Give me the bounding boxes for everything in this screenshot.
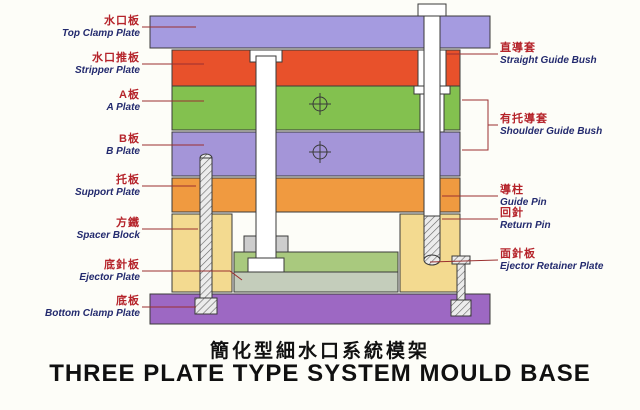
label-support-plate-zh: 托板 xyxy=(116,174,140,186)
label-ejector-plate-en: Ejector Plate xyxy=(79,272,140,283)
label-return-pin-zh: 回針 xyxy=(500,207,524,219)
label-straight-guide-bush-zh: 直導套 xyxy=(500,42,536,54)
leader-ejector-plate xyxy=(142,270,243,281)
label-return-pin: 回針 Return Pin xyxy=(500,207,636,232)
label-bottom-clamp-plate: 底板 Bottom Clamp Plate xyxy=(5,295,140,320)
leader-lines xyxy=(142,26,499,308)
label-ejector-plate: 底針板 Ejector Plate xyxy=(5,259,140,284)
label-shoulder-guide-bush-zh: 有托導套 xyxy=(500,113,548,125)
label-stripper-plate-en: Stripper Plate xyxy=(74,65,140,76)
label-straight-guide-bush-en: Straight Guide Bush xyxy=(500,55,597,66)
label-b-plate-en: B Plate xyxy=(106,146,140,157)
label-bottom-clamp-plate-en: Bottom Clamp Plate xyxy=(44,308,140,319)
label-top-clamp-plate-zh: 水口板 xyxy=(104,15,140,27)
right-screw-shaft xyxy=(456,263,466,301)
label-shoulder-guide-bush: 有托導套 Shoulder Guide Bush xyxy=(500,113,636,138)
label-support-plate: 托板 Support Plate xyxy=(5,174,140,199)
left-screw-head xyxy=(194,297,218,315)
label-a-plate-zh: A板 xyxy=(119,89,140,101)
label-stripper-plate: 水口推板 Stripper Plate xyxy=(5,52,140,77)
label-straight-guide-bush: 直導套 Straight Guide Bush xyxy=(500,42,636,67)
right-screw-top xyxy=(451,255,471,265)
label-return-pin-en: Return Pin xyxy=(500,220,551,231)
label-spacer-block-en: Spacer Block xyxy=(76,230,140,241)
plate-stripper xyxy=(171,49,461,87)
label-ejector-plate-zh: 底針板 xyxy=(104,259,140,271)
label-ejector-retainer-plate-en: Ejector Retainer Plate xyxy=(500,261,604,272)
label-top-clamp-plate-en: Top Clamp Plate xyxy=(62,28,140,39)
bracket-shoulder-guide-bush xyxy=(462,99,498,151)
plate-a xyxy=(171,85,461,131)
label-a-plate-en: A Plate xyxy=(106,102,140,113)
label-ejector-retainer-plate: 面針板 Ejector Retainer Plate xyxy=(500,248,636,273)
label-support-plate-en: Support Plate xyxy=(74,187,140,198)
diagram-title-english: THREE PLATE TYPE SYSTEM MOULD BASE xyxy=(49,360,591,387)
return-pin-tip xyxy=(423,254,441,266)
label-guide-pin-zh: 導柱 xyxy=(500,184,524,196)
label-spacer-block-zh: 方鐵 xyxy=(116,217,140,229)
plate-b xyxy=(171,131,461,177)
return-pin-shaft xyxy=(423,215,441,261)
crosshair-mark-b xyxy=(309,141,331,163)
label-a-plate: A板 A Plate xyxy=(5,89,140,114)
label-shoulder-guide-bush-en: Shoulder Guide Bush xyxy=(500,126,603,137)
guide-pin-shaft xyxy=(255,55,277,259)
diagram-title-chinese: 簡化型細水口系統模架 xyxy=(209,341,430,362)
plate-ejector xyxy=(233,271,399,293)
guide-pillar-shaft xyxy=(423,15,441,217)
guide-pillar-cap xyxy=(417,3,447,17)
crosshair-mark-a xyxy=(309,93,331,115)
label-b-plate: B板 B Plate xyxy=(5,133,140,158)
guide-pin-base xyxy=(247,257,285,273)
label-bottom-clamp-plate-zh: 底板 xyxy=(116,295,140,307)
plate-support xyxy=(171,177,461,213)
label-top-clamp-plate: 水口板 Top Clamp Plate xyxy=(5,15,140,40)
left-screw-shaft xyxy=(199,157,213,299)
label-b-plate-zh: B板 xyxy=(119,133,140,145)
right-screw-head xyxy=(450,299,472,317)
label-spacer-block: 方鐵 Spacer Block xyxy=(5,217,140,242)
label-ejector-retainer-plate-zh: 面針板 xyxy=(500,248,536,260)
label-guide-pin-en: Guide Pin xyxy=(500,197,547,208)
label-stripper-plate-zh: 水口推板 xyxy=(92,52,140,64)
label-guide-pin: 導柱 Guide Pin xyxy=(500,184,636,209)
mould-components xyxy=(194,3,472,317)
leader-ejector-retainer-plate xyxy=(429,259,499,263)
